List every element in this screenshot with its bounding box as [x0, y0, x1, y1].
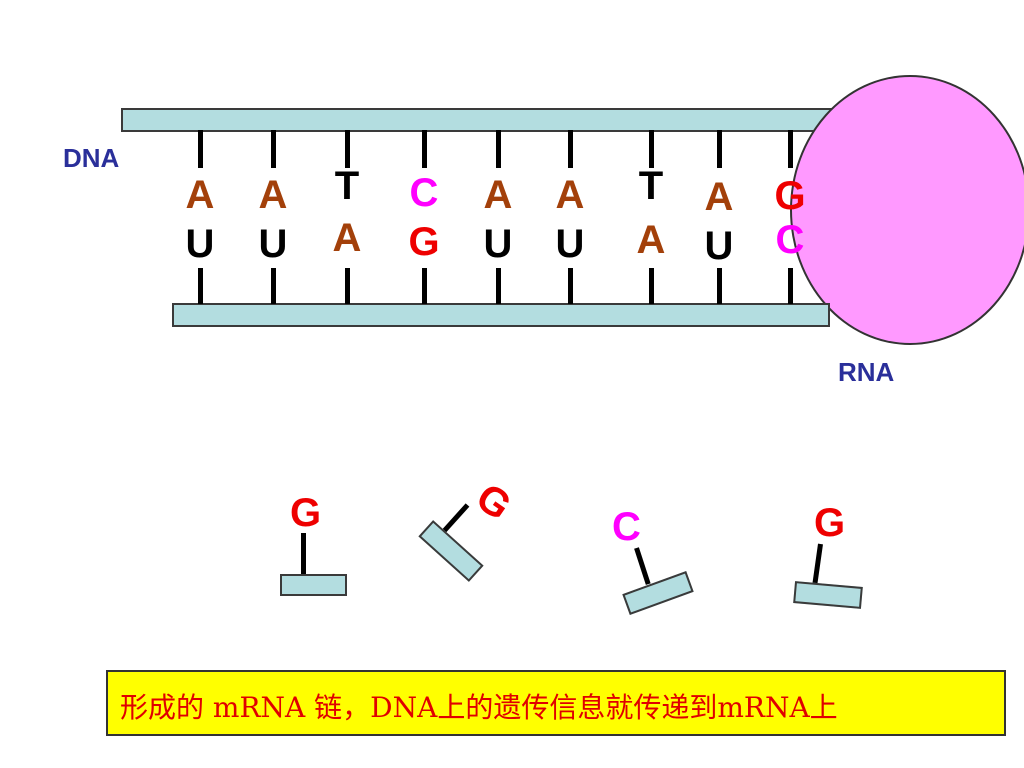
- dna-bond-tick: [788, 130, 793, 168]
- rna-base: C: [775, 218, 805, 262]
- rna-bond-tick: [422, 268, 427, 304]
- rna-base: U: [704, 224, 734, 268]
- free-nucleotide-stem: [301, 533, 306, 575]
- free-nucleotide-base: G: [290, 491, 322, 535]
- dna-base: A: [483, 173, 513, 217]
- mrna-strand-bar: [172, 303, 830, 327]
- rna-bond-tick: [649, 268, 654, 304]
- rna-base: U: [185, 222, 215, 266]
- rna-bond-tick: [717, 268, 722, 304]
- rna-base: G: [408, 220, 440, 264]
- free-nucleotide-stem: [441, 503, 470, 534]
- dna-bond-tick: [345, 130, 350, 168]
- free-nucleotide-stem: [812, 543, 823, 586]
- dna-base: C: [409, 171, 439, 215]
- rna-label: RNA: [838, 357, 895, 387]
- free-nucleotide-sugar: [622, 571, 694, 615]
- dna-bond-tick: [422, 130, 427, 168]
- rna-bond-tick: [568, 268, 573, 304]
- dna-label: DNA: [63, 143, 120, 173]
- free-nucleotide-base: C: [612, 505, 641, 549]
- rna-bond-tick: [496, 268, 501, 304]
- free-nucleotide-sugar: [280, 574, 347, 596]
- caption-box: 形成的 mRNA 链，DNA上的遗传信息就传递到mRNA上: [106, 670, 1006, 736]
- dna-bond-tick: [271, 130, 276, 168]
- dna-base: T: [334, 164, 360, 208]
- free-nucleotide-sugar: [418, 520, 484, 582]
- dna-bond-tick: [649, 130, 654, 168]
- dna-base: G: [774, 174, 806, 218]
- dna-base: A: [555, 173, 585, 217]
- rna-base: A: [332, 216, 362, 260]
- rna-base: A: [636, 218, 666, 262]
- rna-bond-tick: [271, 268, 276, 304]
- rna-base: U: [555, 222, 585, 266]
- free-nucleotide-base: G: [814, 501, 846, 545]
- rna-bond-tick: [345, 268, 350, 304]
- free-nucleotide-base: G: [468, 475, 519, 529]
- rna-base: U: [483, 222, 513, 266]
- rna-polymerase-ellipse: [790, 75, 1024, 345]
- dna-base: A: [704, 175, 734, 219]
- dna-base: A: [258, 173, 288, 217]
- caption-text: 形成的 mRNA 链，DNA上的遗传信息就传递到mRNA上: [120, 691, 838, 724]
- dna-strand-bar: [121, 108, 887, 132]
- rna-bond-tick: [198, 268, 203, 304]
- free-nucleotide-sugar: [793, 581, 863, 609]
- dna-bond-tick: [717, 130, 722, 168]
- dna-bond-tick: [496, 130, 501, 168]
- dna-base: A: [185, 173, 215, 217]
- dna-bond-tick: [568, 130, 573, 168]
- dna-bond-tick: [198, 130, 203, 168]
- rna-bond-tick: [788, 268, 793, 304]
- free-nucleotide-stem: [634, 547, 651, 585]
- dna-base: T: [638, 164, 664, 208]
- rna-base: U: [258, 222, 288, 266]
